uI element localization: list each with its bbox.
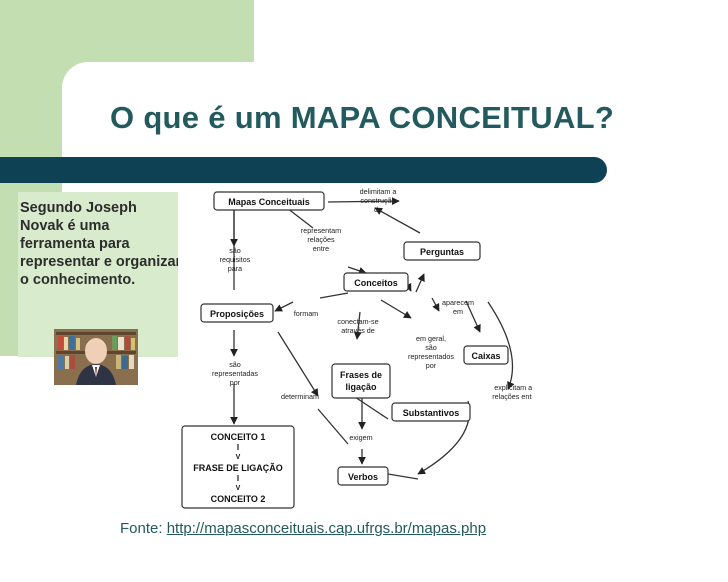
link-delimitam-1: delimitam a: [360, 187, 397, 196]
source-label: Fonte:: [120, 520, 163, 537]
link-conectam-2: através de: [341, 326, 375, 335]
link-sao-req-2: requisitos: [220, 255, 251, 264]
source-citation: Fonte: http://mapasconceituais.cap.ufrgs…: [120, 520, 486, 537]
node-mapas-conceituais: Mapas Conceituais: [213, 191, 325, 211]
link-representam-1: representam: [301, 226, 341, 235]
link-conectam-1: conectam-se: [337, 317, 378, 326]
example-link-phrase: FRASE DE LIGAÇÃO: [193, 463, 283, 473]
link-emgeral-3: representados: [408, 352, 454, 361]
example-bar-1: I: [237, 443, 239, 452]
node-conceitos: Conceitos: [343, 272, 409, 292]
example-arrow-2: V: [236, 485, 241, 492]
example-concept2: CONCEITO 2: [211, 494, 266, 504]
link-aparecem-2: em: [453, 307, 463, 316]
node-verbos: Verbos: [337, 466, 389, 486]
example-bar-2: I: [237, 474, 239, 483]
side-description: Segundo Joseph Novak é uma ferramenta pa…: [20, 200, 182, 288]
portrait-image: [54, 329, 138, 385]
node-proposicoes-label: Proposições: [210, 309, 264, 319]
link-sao-req-3: para: [228, 264, 242, 273]
novak-photo: [54, 329, 138, 385]
node-substantivos-label: Substantivos: [403, 408, 460, 418]
node-frases-label-2: ligação: [345, 382, 377, 392]
node-caixas: Caixas: [463, 345, 509, 365]
link-emgeral-2: são: [425, 343, 437, 352]
link-representam-3: entre: [313, 244, 329, 253]
node-frases-de-ligacao: Frases de ligação: [331, 363, 391, 399]
link-emgeral-1: em geral,: [416, 334, 446, 343]
link-sao-rep-1: são: [229, 360, 241, 369]
source-link[interactable]: http://mapasconceituais.cap.ufrgs.br/map…: [166, 520, 487, 537]
example-concept1: CONCEITO 1: [211, 432, 266, 442]
link-determinam: determinam: [281, 392, 319, 401]
link-explicitam-1: explicitam as: [494, 383, 532, 392]
node-caixas-label: Caixas: [471, 351, 500, 361]
title-divider-bar: [0, 157, 607, 183]
node-frases-label-1: Frases de: [340, 370, 382, 380]
link-representam-2: relações: [307, 235, 335, 244]
link-explicitam-2: relações entre: [492, 392, 532, 401]
node-perguntas-label: Perguntas: [420, 247, 464, 257]
link-emgeral-4: por: [426, 361, 437, 370]
node-proposicoes: Proposições: [200, 303, 274, 323]
node-verbos-label: Verbos: [348, 472, 378, 482]
link-aparecem-1: aparecem: [442, 298, 474, 307]
node-mapas-label: Mapas Conceituais: [228, 197, 310, 207]
link-sao-req-1: são: [229, 246, 241, 255]
link-formam: formam: [294, 309, 318, 318]
example-arrow-1: V: [236, 454, 241, 461]
link-delimitam-2: construção: [360, 196, 395, 205]
page-title: O que é um MAPA CONCEITUAL?: [110, 100, 615, 135]
link-sao-rep-3: por: [230, 378, 241, 387]
link-exigem: exigem: [349, 433, 372, 442]
link-labels: delimitam a construção de representam re…: [212, 187, 538, 442]
concept-map-svg: Mapas Conceituais Perguntas Conceitos Pr…: [178, 184, 538, 514]
node-conceitos-label: Conceitos: [354, 278, 398, 288]
concept-map-diagram: Mapas Conceituais Perguntas Conceitos Pr…: [178, 184, 538, 514]
node-example-box: CONCEITO 1 I V FRASE DE LIGAÇÃO I V CONC…: [181, 425, 295, 509]
node-substantivos: Substantivos: [391, 402, 471, 422]
link-sao-rep-2: representadas: [212, 369, 258, 378]
connector-lines: [230, 197, 515, 480]
link-delimitam-3: de: [374, 205, 382, 214]
node-perguntas: Perguntas: [403, 241, 481, 261]
